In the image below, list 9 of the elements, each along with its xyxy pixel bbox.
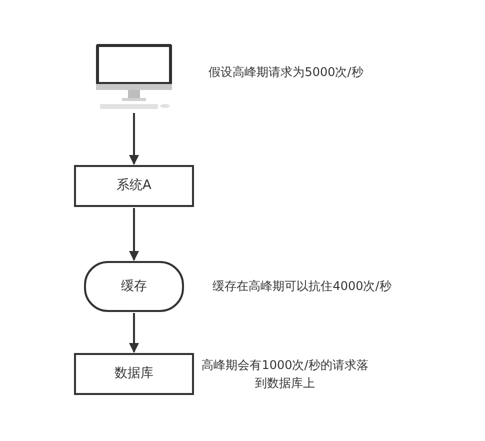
arrow (129, 113, 139, 165)
arrow (129, 208, 139, 261)
annotation-text: 高峰期会有1000次/秒的请求落到数据库上 (200, 357, 370, 392)
process-box: 数据库 (74, 353, 194, 395)
rounded-box: 缓存 (84, 261, 184, 312)
process-box: 系统A (74, 165, 194, 207)
annotation-text: 假设高峰期请求为5000次/秒 (208, 64, 364, 81)
annotation-text: 缓存在高峰期可以抗住4000次/秒 (212, 278, 392, 295)
arrow (129, 313, 139, 353)
